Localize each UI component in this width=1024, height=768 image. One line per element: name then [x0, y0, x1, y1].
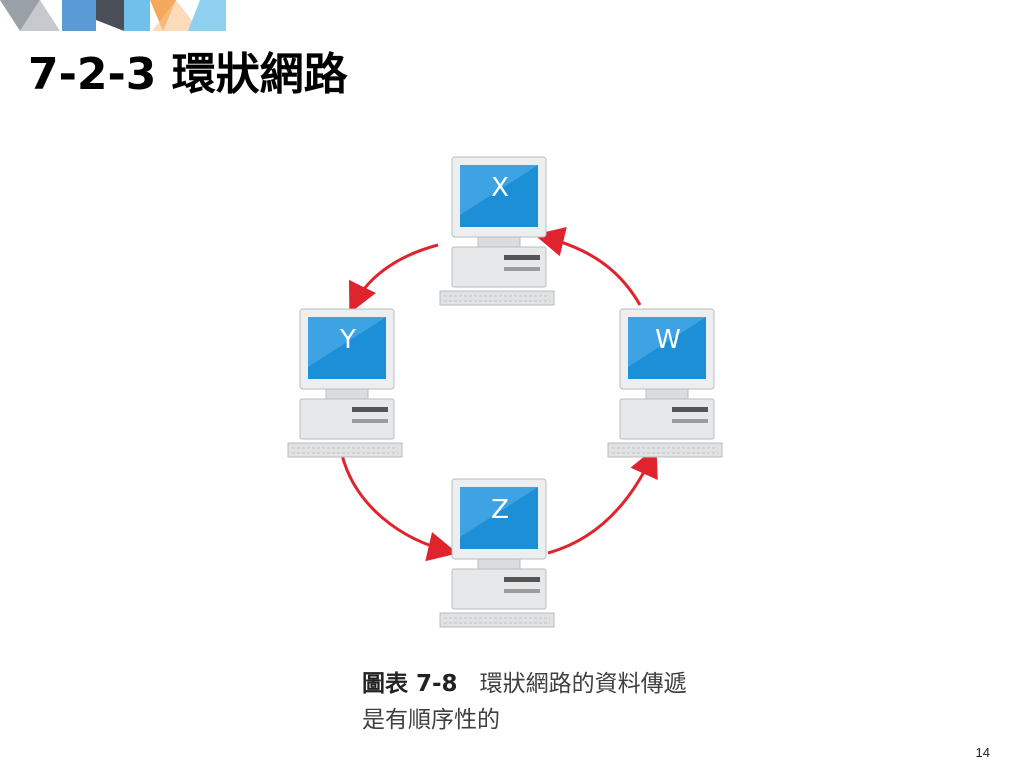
node-label-w: W: [655, 325, 681, 355]
node-label-z: Z: [491, 495, 509, 525]
node-label-y: Y: [340, 325, 356, 355]
computer-icon: [439, 478, 555, 628]
header-decoration-banner: [0, 0, 226, 31]
page-number: 14: [975, 745, 990, 760]
arrow-x-to-y: [348, 243, 439, 314]
computer-icon: [439, 156, 555, 306]
arrow-w-to-x: [534, 227, 642, 306]
node-label-x: X: [491, 173, 509, 203]
figure-caption-text: 環狀網路的資料傳遞是有順序性的: [362, 671, 687, 733]
computer-node-z: Z: [432, 477, 572, 632]
figure-label: 圖表 7-8: [362, 671, 458, 697]
computer-icon: [287, 308, 403, 458]
slide-title: 7-2-3 環狀網路: [28, 49, 348, 100]
computer-node-y: Y: [280, 307, 420, 462]
arrow-y-to-z: [340, 454, 458, 562]
arrow-z-to-w: [547, 446, 658, 555]
computer-icon: [607, 308, 723, 458]
computer-node-x: X: [432, 155, 572, 310]
computer-node-w: W: [600, 307, 740, 462]
